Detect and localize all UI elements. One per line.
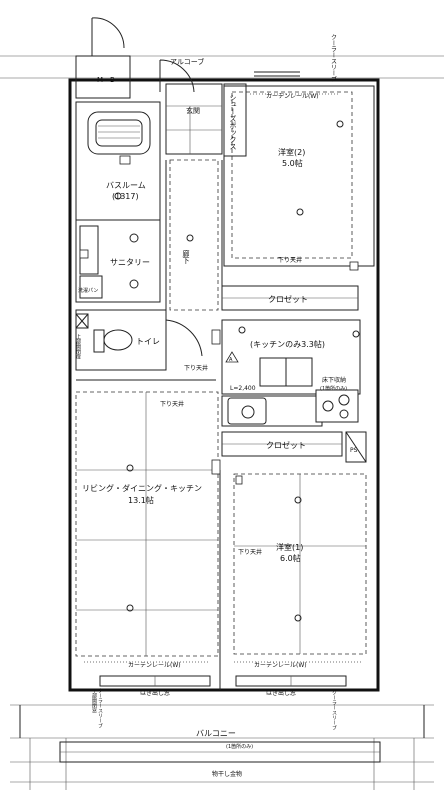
down-ceiling-1: 下り天井 [278, 256, 302, 264]
down-ceiling-2: 下り天井 [184, 364, 208, 372]
cooler-sleeve-right-label: クーラースリーブ [331, 690, 337, 730]
drying-hardware-label: 物干し金物 [212, 770, 242, 778]
ceiling-height-label: L=2,400 [230, 385, 256, 392]
curtain-rail-right-label: カーテンレール(W) [254, 662, 307, 669]
sweep-window-left-label: はき出し窓 [140, 689, 170, 697]
cooler-sleeve-below-label: クーラースリーブ [97, 688, 103, 728]
entrance-label: 玄関 [186, 106, 200, 115]
lower-vent-label: 下部開閉窓 [91, 688, 97, 713]
western1-label: 洋室(1) [276, 542, 303, 552]
sanitary-label: サニタリー [110, 258, 150, 267]
closet-top-label: クロゼット [268, 294, 308, 304]
closet-mid-label: クロゼット [266, 440, 306, 450]
ldk-label: リビング・ダイニング・キッチン [82, 483, 202, 493]
floor-storage-label: 床下収納 [322, 376, 346, 384]
down-ceiling-4: 下り天井 [160, 400, 184, 408]
western1-size: 6.0帖 [280, 553, 301, 563]
mb-label: M・B [97, 76, 115, 84]
storage-door-label: 上部開閉扉 [75, 333, 81, 360]
ldk-size: 13.1帖 [128, 495, 154, 505]
kitchen-label: (キッチンのみ3.3帖) [250, 339, 325, 349]
alcove-label: アルコーブ [170, 57, 204, 66]
curtain-rail-left-label: カーテンレール(W) [128, 662, 181, 669]
balcony-label: バルコニー [196, 729, 236, 738]
mark-a: A [229, 357, 233, 363]
western2-size: 5.0帖 [282, 158, 303, 168]
western2-label: 洋室(2) [278, 147, 305, 157]
down-ceiling-3: 下り天井 [238, 548, 262, 556]
bathroom-label: バスルーム [106, 181, 146, 190]
cooler-sleeve-top-label: クーラースリーブ [330, 34, 337, 82]
drying-note: (1箇所のみ) [226, 743, 253, 750]
washer-pan-label: 洗濯パン [78, 287, 98, 294]
toilet-label: トイレ [136, 337, 160, 346]
curtain-rail-top-label: カーテンレール(W) [266, 93, 319, 100]
sweep-window-right-label: はき出し窓 [266, 689, 296, 697]
ps-label: PS [350, 447, 358, 454]
corridor-label: 廊下 [182, 249, 190, 265]
floor-storage-note: (1箇所のみ) [320, 385, 347, 392]
bathroom-size: (1317) [112, 192, 139, 201]
shoe-box-label: シューズボックス [229, 94, 237, 150]
